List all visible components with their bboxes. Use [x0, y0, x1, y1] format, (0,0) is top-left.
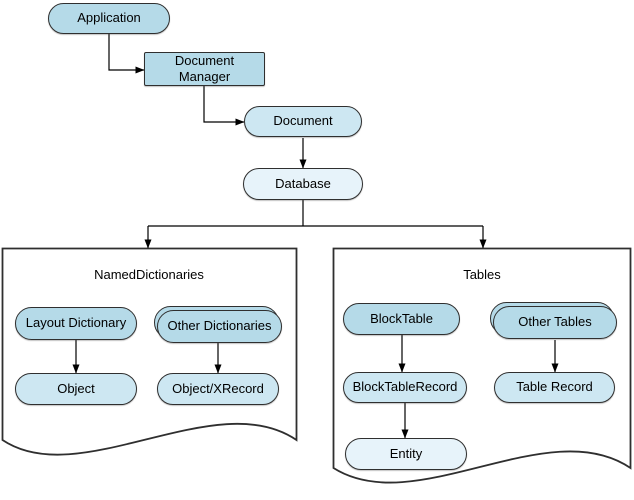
node-layout-dictionary: Layout Dictionary: [15, 307, 137, 340]
edge-documentmanager-document: [203, 86, 245, 126]
other-tables-label: Other Tables: [493, 306, 617, 339]
node-document: Document: [244, 106, 362, 137]
tables-title: Tables: [463, 267, 501, 282]
node-other-dictionaries: Other Dictionaries: [154, 306, 282, 343]
node-other-tables: Other Tables: [490, 302, 617, 339]
node-table-record: Table Record: [494, 372, 615, 403]
node-block-table: BlockTable: [343, 303, 460, 335]
node-object: Object: [15, 373, 137, 405]
edge-application-documentmanager: [108, 34, 145, 74]
node-block-table-record: BlockTableRecord: [343, 372, 467, 403]
other-dictionaries-label: Other Dictionaries: [157, 310, 282, 343]
node-entity: Entity: [345, 438, 467, 470]
node-object-xrecord: Object/XRecord: [157, 373, 279, 405]
edge-database-split: [148, 200, 483, 227]
node-database: Database: [243, 168, 363, 200]
node-application: Application: [48, 3, 170, 34]
named-dictionaries-title: NamedDictionaries: [94, 267, 204, 282]
node-document-manager: Document Manager: [144, 52, 265, 86]
